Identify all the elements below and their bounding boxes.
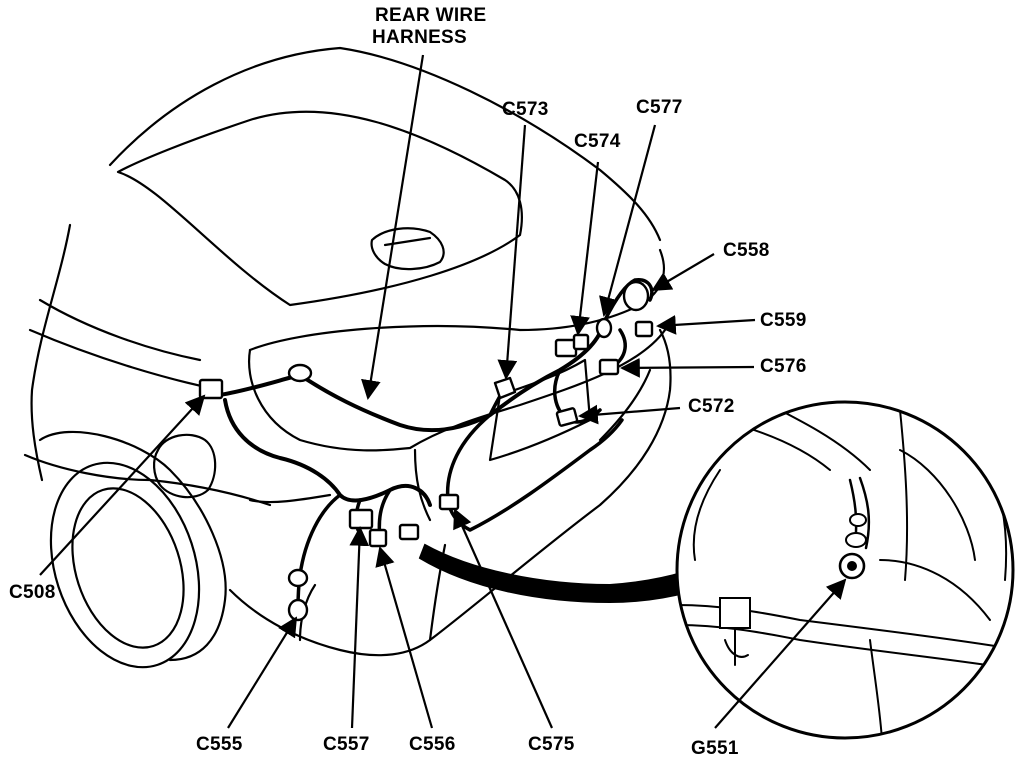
leader-c575 xyxy=(453,508,554,729)
connectors xyxy=(198,280,654,622)
leader-rear-wire-harness xyxy=(361,54,425,400)
label-rear-wire-harness-line1: REAR WIRE xyxy=(375,5,487,26)
leader-c556 xyxy=(375,546,434,729)
ground-wire-to-inset xyxy=(418,543,690,604)
connector-c575 xyxy=(438,493,460,511)
connector-c572 xyxy=(555,407,579,427)
connector-c573 xyxy=(493,376,517,400)
connector-c576 xyxy=(598,358,620,376)
connector-c557 xyxy=(348,508,374,530)
harness-left-branch xyxy=(223,398,432,507)
leader-c572 xyxy=(578,404,681,425)
left-quarter-panel xyxy=(30,223,72,482)
leader-c558 xyxy=(651,253,715,292)
label-c557: C557 xyxy=(323,734,370,755)
label-c572: C572 xyxy=(688,396,735,417)
rear-wiper xyxy=(370,227,445,271)
roof-outline xyxy=(108,46,662,242)
leader-c559 xyxy=(656,315,756,335)
connector-c508 xyxy=(198,378,224,400)
leader-c573 xyxy=(497,124,527,380)
leader-c577 xyxy=(599,124,657,317)
connector-c555 xyxy=(287,598,309,622)
connector-c577 xyxy=(595,317,613,339)
label-rear-wire-harness-line2: HARNESS xyxy=(372,27,468,48)
fuel-door xyxy=(153,433,217,499)
grommet-upper xyxy=(287,363,313,383)
label-c574: C574 xyxy=(574,131,621,152)
rear-wheel xyxy=(38,430,227,669)
label-c556: C556 xyxy=(409,734,456,755)
label-c576: C576 xyxy=(760,356,807,377)
label-c559: C559 xyxy=(760,310,807,331)
leader-c576 xyxy=(620,357,755,378)
label-c573: C573 xyxy=(502,99,549,120)
label-c508: C508 xyxy=(9,582,56,603)
leader-c555 xyxy=(227,616,298,729)
leader-c574 xyxy=(570,161,600,336)
leader-g551 xyxy=(714,578,847,729)
label-c558: C558 xyxy=(723,240,770,261)
harness-c555-branch xyxy=(296,493,342,610)
label-c555: C555 xyxy=(196,734,243,755)
connector-c558 xyxy=(622,280,650,312)
harness-main-run xyxy=(218,318,607,433)
label-c577: C577 xyxy=(636,97,683,118)
leader-lines xyxy=(39,54,847,729)
connector-c559 xyxy=(634,320,654,338)
license-plate-recess xyxy=(488,358,592,462)
rear-window xyxy=(116,110,523,307)
label-c575: C575 xyxy=(528,734,575,755)
harness-c575-branch xyxy=(445,413,624,532)
leader-c508 xyxy=(39,394,206,576)
connector-c556 xyxy=(368,528,388,548)
ground-detail-inset xyxy=(675,400,1015,740)
car-body xyxy=(23,46,672,669)
leader-c557 xyxy=(349,526,370,729)
label-g551: G551 xyxy=(691,738,739,759)
